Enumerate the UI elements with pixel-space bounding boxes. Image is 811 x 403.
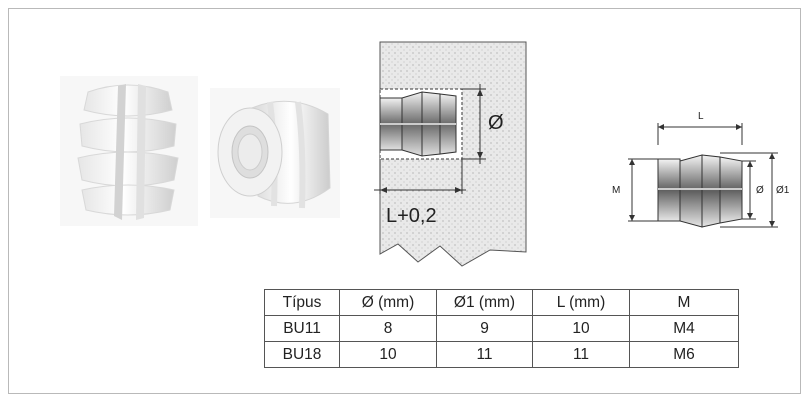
cell-diameter1: 11 bbox=[436, 341, 533, 368]
cell-thread: M4 bbox=[629, 315, 739, 342]
header-diameter1: Ø1 (mm) bbox=[436, 289, 533, 316]
cell-length: 11 bbox=[532, 341, 630, 368]
header-thread: M bbox=[629, 289, 739, 316]
insert-side-photo bbox=[60, 76, 198, 226]
cell-diameter: 10 bbox=[339, 341, 437, 368]
cell-thread: M6 bbox=[629, 341, 739, 368]
part-thread-label: M bbox=[612, 185, 620, 196]
installation-section-drawing: Ø L+0,2 bbox=[374, 41, 527, 267]
table-row: BU18 10 11 11 M6 bbox=[264, 341, 739, 368]
insert-dimension-drawing: L M Ø Ø1 bbox=[612, 111, 790, 228]
table-header-row: Típus Ø (mm) Ø1 (mm) L (mm) M bbox=[264, 289, 739, 316]
cell-length: 10 bbox=[532, 315, 630, 342]
specification-table: Típus Ø (mm) Ø1 (mm) L (mm) M BU11 8 9 1… bbox=[264, 289, 739, 368]
cell-diameter: 8 bbox=[339, 315, 437, 342]
insert-angled-photo bbox=[210, 88, 340, 218]
cell-diameter1: 9 bbox=[436, 315, 533, 342]
table-row: BU11 8 9 10 M4 bbox=[264, 315, 739, 342]
cell-type: BU11 bbox=[264, 315, 340, 342]
header-length: L (mm) bbox=[532, 289, 630, 316]
part-diameter1-label: Ø1 bbox=[776, 185, 790, 196]
cell-type: BU18 bbox=[264, 341, 340, 368]
header-diameter: Ø (mm) bbox=[339, 289, 437, 316]
part-diameter-label: Ø bbox=[756, 185, 764, 196]
section-diameter-label: Ø bbox=[488, 112, 504, 134]
section-length-label: L+0,2 bbox=[386, 205, 437, 227]
part-length-label: L bbox=[698, 111, 704, 122]
header-type: Típus bbox=[264, 289, 340, 316]
